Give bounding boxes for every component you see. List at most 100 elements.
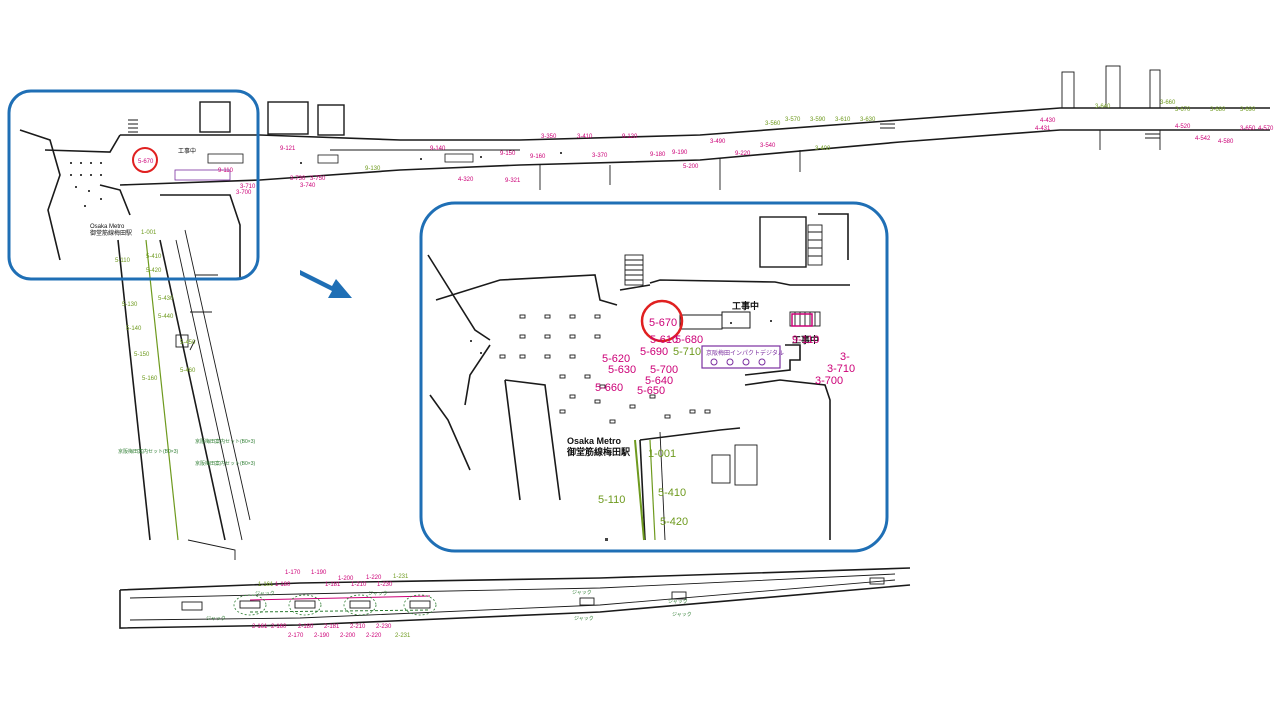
map-label: 2-190 xyxy=(314,633,330,639)
platform-seat-groups xyxy=(181,577,885,616)
map-label: ジャック xyxy=(574,616,594,622)
station-name-small: Osaka Metro xyxy=(90,224,125,230)
map-label: 3- xyxy=(840,351,850,363)
map-label: 2-220 xyxy=(366,633,382,639)
plaza-columns xyxy=(70,152,562,207)
construction-label: 工事中 xyxy=(178,147,196,155)
station-name: Osaka Metro xyxy=(567,436,622,446)
map-label: 京阪梅田案内セット(B0×3) xyxy=(195,438,255,445)
map-label: 1-220 xyxy=(366,575,382,581)
construction-label: 工事中 xyxy=(732,300,759,311)
map-label: 2-161 xyxy=(252,624,268,630)
map-label: 2-230 xyxy=(376,624,392,630)
map-label: 2-200 xyxy=(340,633,356,639)
building-block xyxy=(759,216,807,268)
overview-highlight-frame xyxy=(7,89,260,281)
map-label: 9-220 xyxy=(735,151,751,157)
map-label: 9-150 xyxy=(500,151,516,157)
branch-corridor: 1-001 5-110 5-410 5-420 5-130 5-430 5-14… xyxy=(115,229,255,560)
map-label: 4-430 xyxy=(1040,118,1056,124)
map-label: 5-150 xyxy=(134,352,150,358)
map-label: 5-110 xyxy=(115,258,131,264)
map-label: 3-590 xyxy=(810,117,826,123)
map-label: 3-650 xyxy=(1240,126,1256,132)
map-label: 5-660 xyxy=(595,382,623,394)
map-label: 9-120 xyxy=(622,134,638,140)
map-label: 3-680 xyxy=(1210,107,1226,113)
map-label: 1-230 xyxy=(377,582,393,588)
circled-label-small: 5-670 xyxy=(138,159,154,165)
map-label: ジャック xyxy=(668,599,688,605)
map-label: 3-400 xyxy=(815,146,831,152)
purple-ad-box xyxy=(701,345,781,369)
map-label: 5-140 xyxy=(126,326,142,332)
map-label: 2-210 xyxy=(350,624,366,630)
map-label: 9-130 xyxy=(365,166,381,172)
bottom-platform: 1-170 1-190 1-200 1-220 1-231 1-161 1-18… xyxy=(119,567,911,639)
plaza-columns xyxy=(470,314,772,541)
map-label: 3-640 xyxy=(1095,104,1111,110)
map-label: 5-200 xyxy=(683,164,699,170)
map-label: 3-540 xyxy=(760,143,776,149)
map-label: 5-610 xyxy=(650,334,678,346)
map-label: 9-121 xyxy=(280,146,296,152)
station-sub-small: 御堂筋線梅田駅 xyxy=(90,229,132,237)
map-label: 京阪梅田案内セット(B0×3) xyxy=(118,448,178,455)
map-label: 3-350 xyxy=(541,134,557,140)
map-label: 1-231 xyxy=(393,574,409,580)
map-label: 5-680 xyxy=(675,334,703,346)
map-label: 3-730 xyxy=(290,176,306,182)
map-label: 5-420 xyxy=(660,516,688,528)
map-label: 京阪梅田案内セット(B0×3) xyxy=(195,460,255,467)
map-label: 5-110 xyxy=(598,494,625,506)
map-label: 5-460 xyxy=(180,368,196,374)
map-label: 1-180 xyxy=(275,582,291,588)
map-label: 9-321 xyxy=(505,178,521,184)
map-label: 9-140 xyxy=(430,146,446,152)
ad-slots xyxy=(710,358,766,366)
map-label: 1-161 xyxy=(258,582,274,588)
map-label: 5-160 xyxy=(142,376,158,382)
map-label: 9-190 xyxy=(672,150,688,156)
map-label: 5-420 xyxy=(146,268,162,274)
map-label: 9-180 xyxy=(650,152,666,158)
map-label: 1-200 xyxy=(338,576,354,582)
station-sub: 御堂筋線梅田駅 xyxy=(566,446,631,457)
map-label: 3-690 xyxy=(1240,107,1256,113)
map-label: ジャック xyxy=(368,591,388,597)
map-label: 5-650 xyxy=(637,385,665,397)
map-label: 1-001 xyxy=(648,448,676,460)
map-label: 3-610 xyxy=(835,117,851,123)
map-label: 1-210 xyxy=(351,582,367,588)
map-label: 5-440 xyxy=(158,314,174,320)
building-block xyxy=(199,101,231,133)
purple-box-label: 京阪梅田インパクトデジタル xyxy=(706,349,784,357)
map-label: 3-710 xyxy=(827,363,855,375)
map-label: 3-410 xyxy=(577,134,593,140)
building-block xyxy=(267,101,309,135)
map-label: ジャック xyxy=(572,590,592,596)
map-label: 1-001 xyxy=(141,230,157,236)
overview-corridor: 5-670 工事中 Osaka Metro 御堂筋線梅田駅 9-121 9-14… xyxy=(19,65,1274,280)
map-label: 3-660 xyxy=(1160,100,1176,106)
map-label: 1-181 xyxy=(325,582,341,588)
red-circle-highlight xyxy=(132,147,158,173)
map-label: 9-160 xyxy=(530,154,546,160)
map-label: 1-170 xyxy=(285,570,301,576)
map-label: 2-160 xyxy=(271,624,287,630)
map-label: 4-570 xyxy=(1258,126,1274,132)
map-label: 5-630 xyxy=(608,364,636,376)
map-label: 9-110 xyxy=(218,168,234,174)
map-label: 3-560 xyxy=(765,121,781,127)
map-label: 5-710 xyxy=(673,346,701,358)
map-label: 5-430 xyxy=(158,296,174,302)
map-label: 3-570 xyxy=(785,117,801,123)
map-label: 2-180 xyxy=(298,624,314,630)
map-label: 5-620 xyxy=(602,353,630,365)
map-label: 4-542 xyxy=(1195,136,1211,142)
map-label: 4-580 xyxy=(1218,139,1234,145)
map-label: 2-170 xyxy=(288,633,304,639)
map-label: 3-370 xyxy=(592,153,608,159)
stairs xyxy=(624,224,823,327)
